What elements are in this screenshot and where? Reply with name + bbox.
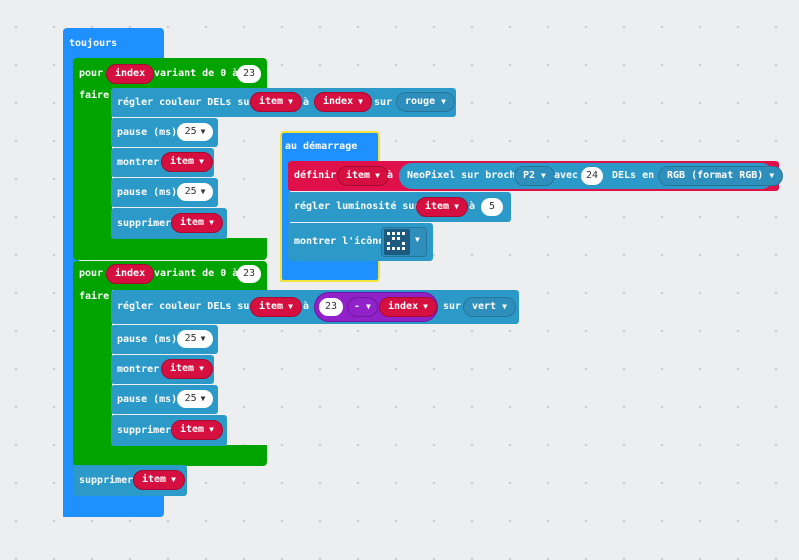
strip-variable-dropdown[interactable]: item▼ (250, 92, 302, 112)
range-end-input[interactable]: 23 (237, 265, 261, 283)
do-label: faire (79, 291, 110, 302)
at-label: à (303, 301, 310, 312)
clear-block-final[interactable]: supprimer item▼ (73, 465, 187, 496)
clear-block[interactable]: supprimer item▼ (111, 415, 227, 446)
pin-dropdown[interactable]: P2▼ (514, 166, 555, 186)
strip-variable-dropdown[interactable]: item▼ (250, 297, 302, 317)
clear-label: supprimer (79, 475, 134, 486)
range-end-input[interactable]: 23 (237, 65, 261, 83)
set-color-label: régler couleur DELs sur (117, 301, 256, 312)
chevron-down-icon: ▼ (415, 235, 420, 244)
icon-dropdown[interactable]: ▼ (381, 227, 427, 257)
pause-block[interactable]: pause (ms) 25▼ (111, 325, 218, 354)
on-start-label: au démarrage (285, 141, 358, 152)
show-icon-label: montrer l'icône (294, 236, 385, 247)
for-label: pour (79, 68, 104, 79)
mode-dropdown[interactable]: RGB (format RGB)▼ (658, 166, 784, 186)
leds-label: DELs en (612, 170, 655, 181)
pause-label: pause (ms) (117, 334, 178, 345)
set-color-label: régler couleur DELs sur (117, 97, 256, 108)
pause-block-2[interactable]: pause (ms) 25▼ (111, 385, 218, 414)
on-label: sur (374, 97, 393, 108)
pause-value-dropdown[interactable]: 25▼ (177, 183, 213, 201)
pause-block-2[interactable]: pause (ms) 25▼ (111, 178, 218, 207)
pause-label: pause (ms) (117, 394, 178, 405)
at-label: à (469, 201, 476, 212)
operator-dropdown[interactable]: -▼ (347, 297, 378, 317)
clear-variable-dropdown[interactable]: item▼ (171, 213, 223, 233)
pause-label: pause (ms) (117, 187, 178, 198)
range-label: variant de 0 à (154, 68, 239, 79)
loop-variable-index[interactable]: index (106, 64, 155, 84)
clear-label: supprimer (117, 218, 172, 229)
loop-variable-index[interactable]: index (106, 264, 155, 284)
for-label: pour (79, 268, 104, 279)
show-block[interactable]: montrer item▼ (111, 355, 214, 384)
clear-block[interactable]: supprimer item▼ (111, 208, 227, 239)
clear-variable-dropdown[interactable]: item▼ (133, 470, 185, 490)
pause-value-dropdown[interactable]: 25▼ (177, 123, 213, 141)
index-variable-dropdown[interactable]: index▼ (314, 92, 372, 112)
on-label: sur (443, 301, 462, 312)
show-icon-block[interactable]: montrer l'icône ▼ (288, 223, 433, 261)
show-label: montrer (117, 157, 160, 168)
brightness-value-input[interactable]: 5 (481, 198, 503, 216)
define-variable-dropdown[interactable]: item▼ (337, 166, 389, 186)
show-variable-dropdown[interactable]: item▼ (161, 359, 213, 379)
set-led-color-block[interactable]: régler couleur DELs sur item▼ à 23 -▼ in… (111, 290, 519, 324)
brightness-label: régler luminosité sur (294, 201, 421, 212)
set-led-color-block[interactable]: régler couleur DELs sur item▼ à index▼ s… (111, 88, 456, 117)
color-dropdown[interactable]: vert▼ (463, 297, 516, 317)
set-brightness-block[interactable]: régler luminosité sur item▼ à 5 (288, 192, 511, 222)
at-label: à (303, 97, 310, 108)
subtract-left-input[interactable]: 23 (319, 298, 343, 316)
happy-face-icon (384, 229, 410, 255)
neopixel-create-block[interactable]: NeoPixel sur broche P2▼ avec 24 DELs en … (399, 163, 784, 189)
pause-value-dropdown[interactable]: 25▼ (177, 330, 213, 348)
clear-label: supprimer (117, 425, 172, 436)
color-dropdown[interactable]: rouge▼ (396, 92, 455, 112)
with-label: avec (554, 170, 579, 181)
do-label: faire (79, 90, 110, 101)
define-neopixel-block[interactable]: définir item▼ à NeoPixel sur broche P2▼ … (288, 161, 784, 191)
pause-value-dropdown[interactable]: 25▼ (177, 390, 213, 408)
index-variable-dropdown[interactable]: index▼ (379, 297, 437, 317)
pause-block[interactable]: pause (ms) 25▼ (111, 118, 218, 147)
define-label: définir (294, 170, 337, 181)
neopixel-label: NeoPixel sur broche (407, 170, 522, 181)
show-block[interactable]: montrer item▼ (111, 148, 214, 177)
led-count-input[interactable]: 24 (581, 167, 603, 185)
show-variable-dropdown[interactable]: item▼ (161, 152, 213, 172)
range-label: variant de 0 à (154, 268, 239, 279)
pause-label: pause (ms) (117, 127, 178, 138)
brightness-variable-dropdown[interactable]: item▼ (416, 197, 468, 217)
forever-label: toujours (69, 38, 118, 49)
clear-variable-dropdown[interactable]: item▼ (171, 420, 223, 440)
subtract-operator-block[interactable]: 23 -▼ index▼ (314, 292, 438, 322)
at-label: à (387, 170, 394, 181)
show-label: montrer (117, 364, 160, 375)
